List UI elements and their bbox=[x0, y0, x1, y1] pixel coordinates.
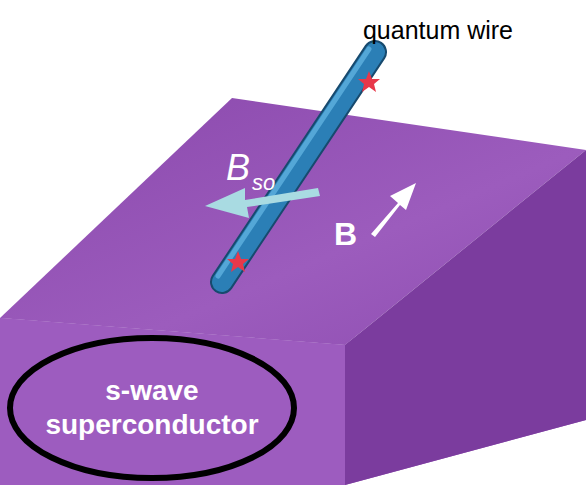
field-symbol: B bbox=[226, 150, 250, 186]
material-block: s-wave superconductor bbox=[14, 348, 290, 468]
material-label: s-wave superconductor bbox=[14, 374, 290, 441]
quantum-wire bbox=[222, 52, 375, 282]
block-side-face bbox=[345, 150, 586, 485]
wire-label: quantum wire bbox=[363, 18, 513, 43]
wire-highlight bbox=[218, 49, 369, 276]
block-front-face bbox=[0, 318, 345, 485]
magnetic-field-arrow bbox=[371, 183, 416, 237]
wire-shadow bbox=[222, 52, 375, 282]
field-symbol: B bbox=[334, 218, 357, 250]
majorana-star bbox=[227, 71, 380, 272]
field-subscript: so bbox=[252, 172, 275, 194]
highlight-ellipse bbox=[10, 338, 294, 478]
